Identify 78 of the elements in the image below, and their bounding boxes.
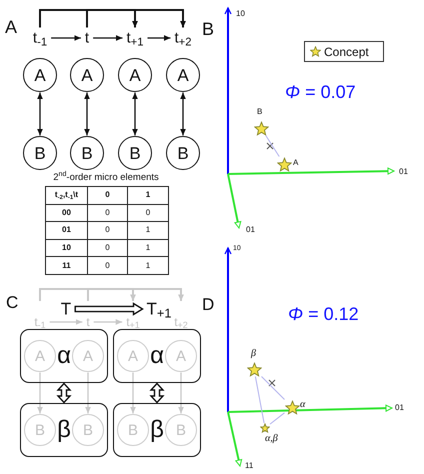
panel-letter: C (6, 294, 18, 311)
arrow (51, 35, 81, 41)
table-cell: 1 (128, 239, 168, 257)
phi-value: Φ = 0.07 (285, 83, 356, 101)
rounded-group-box (20, 403, 108, 457)
time-label: t (86, 316, 90, 328)
table-cell: 0 (88, 239, 128, 257)
bracket-arrow (87, 288, 184, 301)
panel-letter: A (5, 18, 18, 36)
arrow (85, 372, 91, 414)
point-label: A (293, 159, 298, 167)
panel-letter: D (202, 296, 214, 313)
arrow (94, 319, 122, 325)
table-cell: 0 (88, 204, 128, 222)
arrow (37, 92, 43, 136)
point-label: β (251, 349, 256, 359)
star-marker (276, 156, 292, 172)
table-header-cell: t$_{-2}$,t$_{-1}$\t (46, 186, 88, 204)
table-cell: 11 (46, 256, 88, 274)
table-cell: 0 (88, 256, 128, 274)
trajectory-line (261, 376, 285, 400)
axis-label: 01 (395, 404, 404, 412)
rounded-group-box (20, 329, 108, 383)
bracket-arrow (86, 9, 186, 28)
time-label: t$_{-1}$ (34, 316, 46, 328)
table-cell: 1 (128, 256, 168, 274)
arrow (84, 92, 90, 136)
table-cell: 10 (46, 239, 88, 257)
time-label: t$_{+2}$ (174, 30, 192, 46)
arrow (93, 35, 122, 41)
time-label: T (60, 300, 72, 318)
arrow (130, 372, 136, 414)
arrow (132, 92, 138, 136)
group-symbol: α (57, 344, 71, 368)
panel-letter: B (202, 20, 214, 38)
star-marker (260, 423, 270, 433)
axis-label: 11 (245, 462, 254, 470)
table-header-cell: 1 (128, 186, 168, 204)
double-hollow-arrow (149, 382, 165, 404)
time-label: t$_{+1}$ (126, 316, 140, 328)
table-cell: 1 (128, 222, 168, 240)
time-label: T$_{+1}$ (146, 300, 172, 318)
time-label: t$_{+1}$ (126, 30, 144, 46)
point-label: α,β (265, 434, 278, 444)
group-symbol: β (150, 418, 164, 442)
rounded-group-box (113, 329, 201, 383)
group-symbol: β (57, 418, 71, 442)
table-cell: 00 (46, 204, 88, 222)
rounded-group-box (113, 403, 201, 457)
axis-label: 01 (246, 226, 255, 234)
time-label: t (84, 30, 90, 46)
trajectory-line (270, 412, 285, 425)
star-marker (246, 362, 262, 376)
table-cell: 01 (46, 222, 88, 240)
arrow (178, 372, 184, 414)
point-label: B (257, 108, 262, 116)
hollow-arrow (74, 302, 144, 316)
arrow (37, 372, 43, 414)
table-cell: 0 (128, 204, 168, 222)
axis-label: 10 (236, 10, 245, 18)
time-label: t$_{+2}$ (174, 316, 188, 328)
table-header-cell: 0 (88, 186, 128, 204)
trajectory-line (254, 376, 265, 424)
arrow (148, 35, 170, 41)
double-hollow-arrow (56, 382, 72, 404)
table-title: 2$^{nd}$-order micro elements (53, 173, 159, 182)
time-label: t$_{-1}$ (32, 30, 48, 46)
phi-value: Φ = 0.12 (288, 305, 359, 323)
table-cell: 0 (88, 222, 128, 240)
arrow (50, 319, 82, 325)
legend-label: Concept (324, 46, 369, 58)
trajectory-line (265, 135, 280, 157)
group-symbol: α (150, 344, 164, 368)
arrow (180, 92, 186, 136)
point-label: α (300, 400, 306, 410)
axis-label: 01 (399, 168, 408, 176)
star-marker (284, 400, 300, 414)
star-marker (254, 120, 268, 136)
